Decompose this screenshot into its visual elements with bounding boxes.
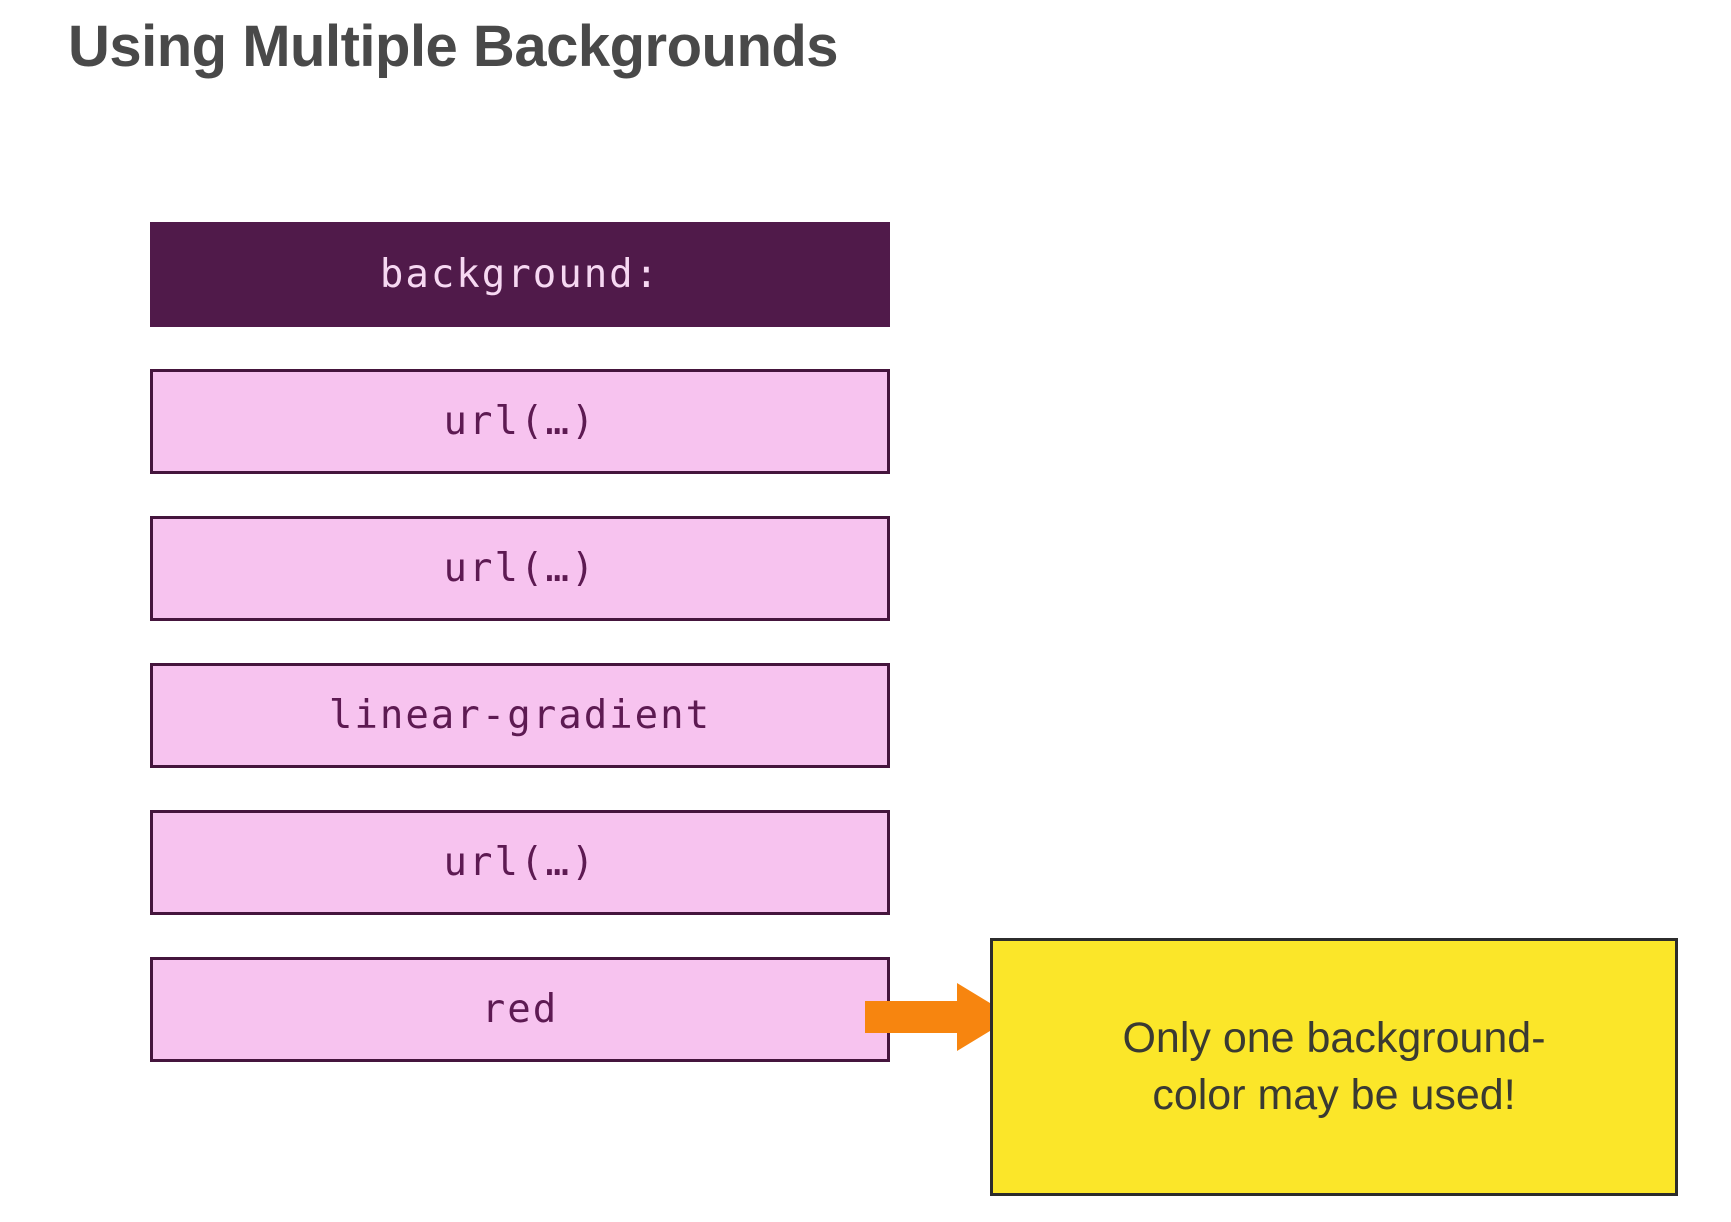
- layer-box-label: url(…): [443, 840, 597, 885]
- page-title: Using Multiple Backgrounds: [68, 14, 839, 79]
- layer-box-value-1: url(…): [150, 369, 890, 474]
- layer-box-value-2: url(…): [150, 516, 890, 621]
- layer-box-property: background:: [150, 222, 890, 327]
- callout-note-text: Only one background- color may be used!: [1122, 1014, 1546, 1119]
- layer-box-label: url(…): [443, 546, 597, 591]
- callout-note: Only one background- color may be used!: [990, 938, 1678, 1196]
- background-layer-stack: background: url(…) url(…) linear-gradien…: [150, 222, 890, 1062]
- layer-box-value-5: red: [150, 957, 890, 1062]
- layer-box-label: background:: [379, 252, 661, 297]
- arrow-right-icon: [865, 983, 1013, 1051]
- layer-box-value-4: url(…): [150, 810, 890, 915]
- layer-box-value-3: linear-gradient: [150, 663, 890, 768]
- layer-box-label: linear-gradient: [328, 693, 712, 738]
- layer-box-label: url(…): [443, 399, 597, 444]
- layer-box-label: red: [481, 987, 559, 1032]
